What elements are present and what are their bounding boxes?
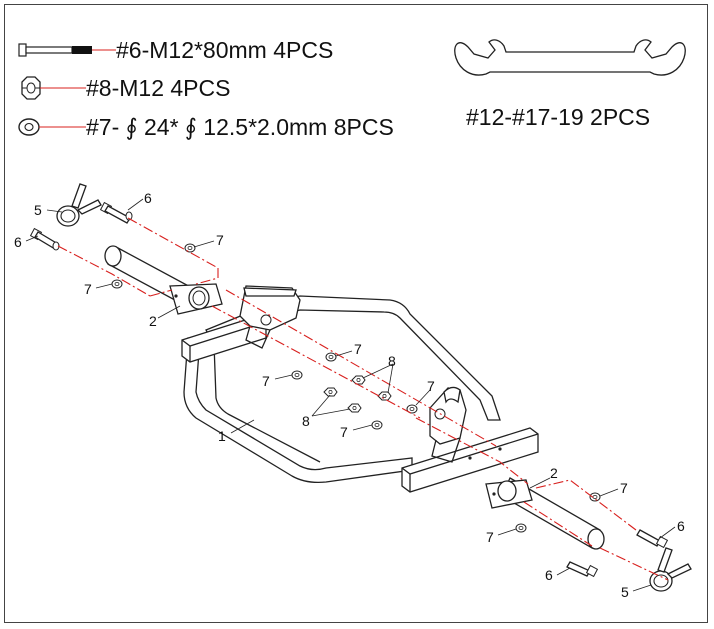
washer-c [325, 352, 337, 362]
hex-bar-frame [181, 285, 539, 493]
callout-6-left-top: 6 [144, 190, 152, 206]
washer-g [589, 492, 601, 502]
callout-7-d: 7 [262, 373, 270, 389]
nut-b [323, 387, 338, 397]
callout-5-left: 5 [34, 202, 42, 218]
callout-leaders [25, 198, 676, 592]
washer-h [515, 523, 527, 533]
bolt-left-top [99, 201, 133, 224]
callout-2-right: 2 [550, 465, 558, 481]
washer-d [291, 370, 303, 380]
callout-7-a: 7 [216, 232, 224, 248]
sleeve-left [104, 245, 223, 315]
callout-1-frame: 1 [218, 428, 226, 444]
callout-numbers: 5 6 6 7 7 2 1 7 7 8 8 7 7 2 7 7 6 6 5 [14, 190, 685, 600]
washers [111, 243, 601, 533]
callout-7-h: 7 [486, 529, 494, 545]
legend-wrench: #12-#17-19 2PCS [454, 39, 686, 130]
legend-washer: #7- ∮ 24* ∮ 12.5*2.0mm 8PCS [18, 114, 394, 140]
callout-7-e: 7 [427, 378, 435, 394]
callout-8-top: 8 [388, 353, 396, 369]
nut-icon [21, 76, 41, 100]
wrench-spec-label: #12-#17-19 2PCS [466, 104, 650, 130]
washer-spec-label: #7- ∮ 24* ∮ 12.5*2.0mm 8PCS [86, 114, 394, 140]
spring-collar-right [649, 547, 692, 592]
callout-7-f: 7 [340, 424, 348, 440]
washer-b [111, 279, 123, 289]
washer-a [184, 243, 196, 253]
callout-6-right-bottom: 6 [545, 567, 553, 583]
washer-icon [18, 118, 40, 136]
diagram-frame [4, 4, 708, 623]
callout-7-c: 7 [354, 341, 362, 357]
legend-nut: #8-M12 4PCS [21, 75, 230, 101]
nut-spec-label: #8-M12 4PCS [86, 75, 230, 101]
callout-2-left: 2 [149, 313, 157, 329]
nut-c [377, 391, 392, 401]
bolt-right-top [636, 529, 669, 549]
legend-bolt: #6-M12*80mm 4PCS [18, 37, 333, 63]
wrench-icon [454, 39, 686, 76]
bolt-right-bottom [566, 561, 599, 578]
bolt-icon [18, 43, 92, 57]
spring-collar-left [56, 183, 102, 227]
bolt-left [29, 227, 60, 251]
callout-5-right: 5 [621, 584, 629, 600]
sleeve-right [485, 477, 605, 550]
nut-a [351, 375, 366, 385]
callout-7-g: 7 [620, 480, 628, 496]
callout-6-left: 6 [14, 234, 22, 250]
nut-d [347, 403, 362, 413]
bolt-spec-label: #6-M12*80mm 4PCS [116, 37, 333, 63]
nuts [323, 375, 392, 413]
washer-f [371, 420, 383, 430]
assembly-paths [57, 217, 669, 581]
washer-e [406, 404, 418, 414]
callout-6-right-top: 6 [677, 518, 685, 534]
callout-7-b: 7 [84, 281, 92, 297]
callout-8-bottom: 8 [302, 413, 310, 429]
